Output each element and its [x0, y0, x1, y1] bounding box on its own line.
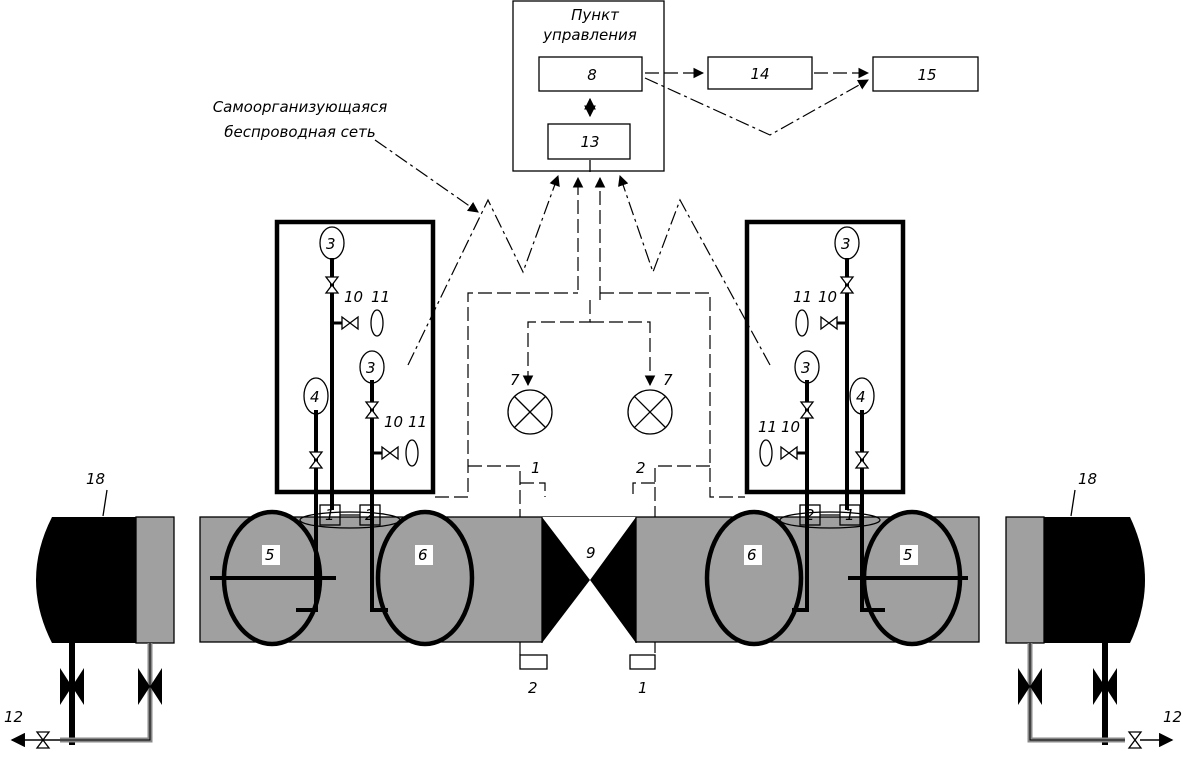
lamp-right: [627, 389, 673, 435]
cabinet-right: [744, 219, 906, 495]
valve-right-mid-label: 10: [781, 418, 800, 436]
lamp-right-label: 7: [663, 371, 673, 389]
cabinet-right-piping: [759, 226, 875, 510]
tank-6-left-label: 6: [418, 546, 428, 564]
network-pointer: [374, 139, 479, 213]
tag-left-2-label: 2: [365, 506, 375, 524]
cabinet-left: [274, 219, 436, 495]
tank-6-right-label: 6: [747, 546, 757, 564]
lamp-left: [507, 389, 553, 435]
lamp-left-label: 7: [510, 371, 520, 389]
link-8-15: [644, 77, 869, 136]
block-8: [538, 56, 643, 92]
tank-6-right: [704, 509, 804, 647]
gauge-right-top-label: 3: [841, 235, 851, 253]
control-point-frame: [512, 0, 665, 172]
block-14: [707, 56, 813, 90]
tank-5-left-label: 5: [265, 546, 275, 564]
gauge-right-mid-label: 3: [801, 359, 811, 377]
gauge-left-4-label: 4: [310, 388, 320, 406]
sensor-left-mid-label: 11: [408, 413, 427, 431]
cabinet-left-piping: [303, 226, 419, 510]
network-label-1: Самоорганизующаяся: [213, 98, 388, 116]
wireless-link-left: [407, 174, 560, 366]
gauge-left-mid-label: 3: [366, 359, 376, 377]
drain-right-label: 12: [1163, 708, 1182, 726]
gauge-right-4-label: 4: [856, 388, 866, 406]
drain-left-label: 12: [4, 708, 23, 726]
tank-6-left: [375, 509, 475, 647]
barrier-right-label: 18: [1078, 470, 1097, 488]
valve-left-top-label: 10: [344, 288, 363, 306]
sensor-right-mid-label: 11: [758, 418, 777, 436]
block-13-label: 13: [580, 133, 599, 151]
valve-left-mid-label: 10: [384, 413, 403, 431]
tag-right-2-label: 2: [805, 506, 815, 524]
tag-top-left-label: 1: [531, 459, 541, 477]
control-point-title-1: Пункт: [571, 6, 620, 24]
block-13: [547, 123, 631, 160]
tag-bottom-right-label: 1: [638, 679, 648, 697]
control-point-title-2: управления: [542, 26, 637, 44]
tag-right-1-label: 1: [845, 506, 855, 524]
tag-left-1-label: 1: [325, 506, 335, 524]
block-15: [872, 56, 979, 92]
barrier-right: [1005, 516, 1174, 749]
tank-5-right-label: 5: [903, 546, 913, 564]
gate-9-label: 9: [586, 544, 596, 562]
gate-9: [541, 517, 637, 643]
tag-bottom-left: [519, 654, 548, 670]
tag-bottom-right: [629, 654, 656, 670]
wireless-link-right: [618, 174, 771, 366]
barrier-left: [10, 516, 175, 749]
valve-right-top-label: 10: [818, 288, 837, 306]
block-14-label: 14: [750, 65, 769, 83]
gauge-left-top-label: 3: [326, 235, 336, 253]
tag-bottom-left-label: 2: [528, 679, 538, 697]
network-label-2: беспроводная сеть: [224, 123, 375, 141]
sensor-left-top-label: 11: [371, 288, 390, 306]
barrier-left-label: 18: [86, 470, 105, 488]
block-15-label: 15: [917, 66, 936, 84]
block-8-label: 8: [587, 66, 597, 84]
control-point: Пункт управления 8 13: [512, 0, 665, 172]
sensor-right-top-label: 11: [793, 288, 812, 306]
tag-top-right-label: 2: [636, 459, 646, 477]
